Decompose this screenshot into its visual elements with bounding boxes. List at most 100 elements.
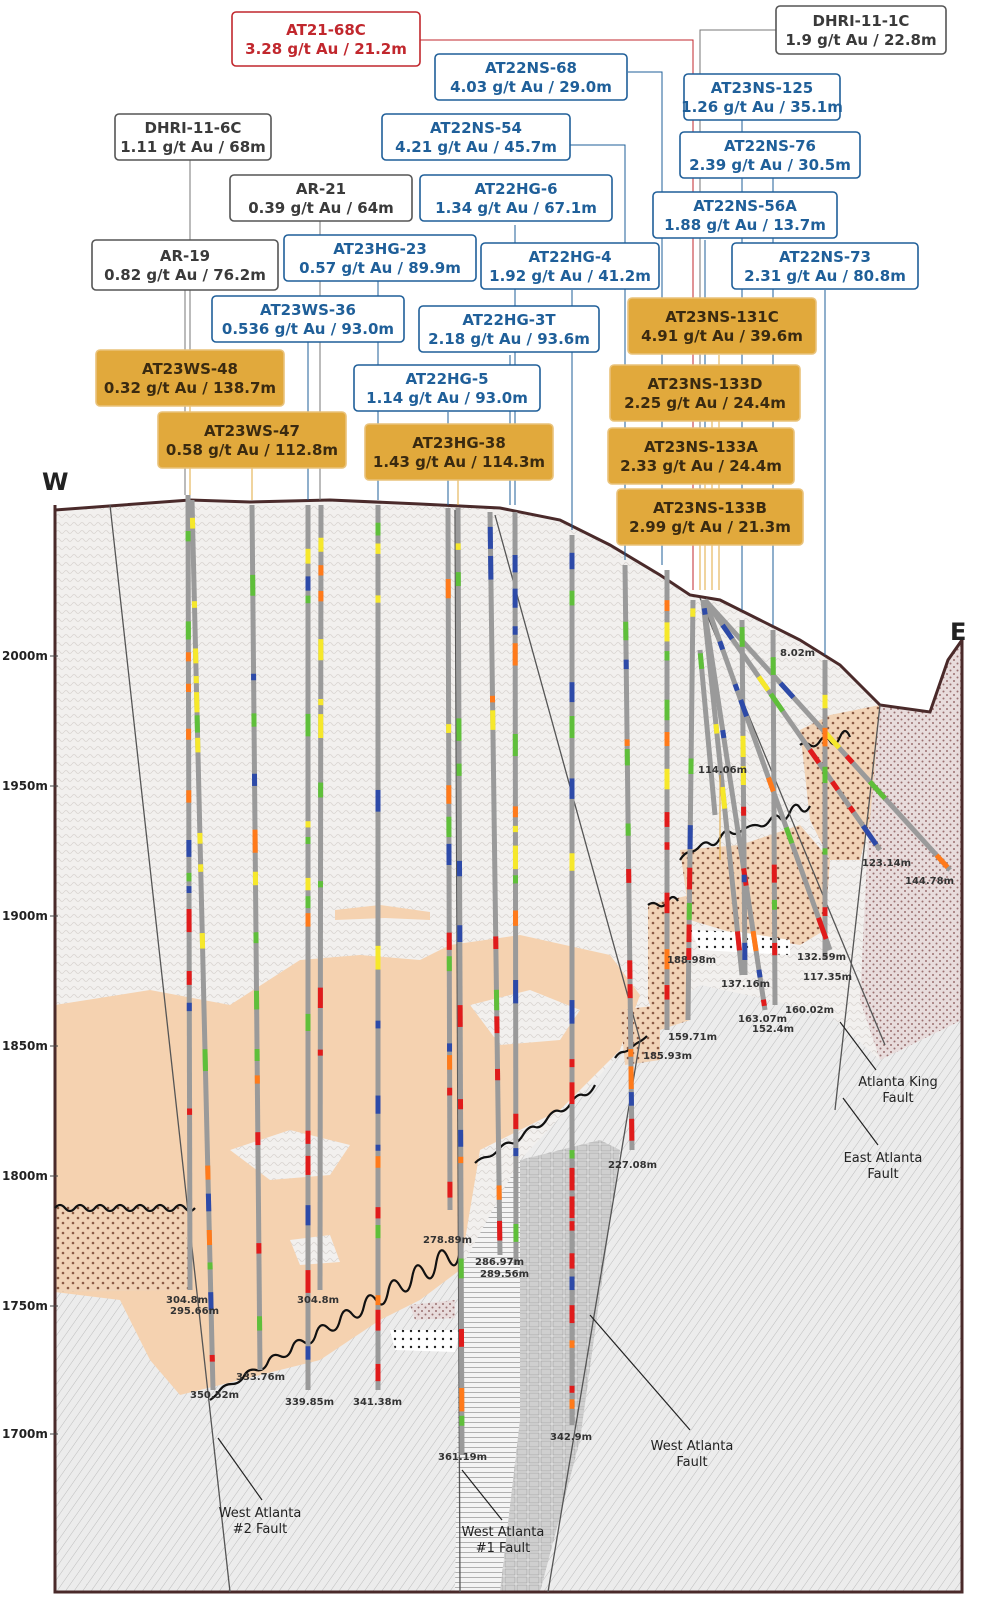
depth-label: 286.97m: [475, 1257, 524, 1268]
depth-label: 152.4m: [752, 1024, 794, 1035]
callout-intercept: 2.39 g/t Au / 30.5m: [689, 156, 851, 174]
callout-at22hg-4: AT22HG-41.92 g/t Au / 41.2m: [481, 243, 659, 289]
fault-label: West Atlanta: [462, 1525, 545, 1540]
depth-label: 144.78m: [905, 876, 954, 887]
callout-hole-id: AT23NS-133A: [644, 438, 758, 456]
callout-hole-id: AT22HG-5: [405, 370, 488, 388]
fault-label: Fault: [882, 1091, 913, 1106]
assay-interval: [763, 1000, 764, 1006]
assay-interval: [723, 730, 724, 738]
callout-intercept: 1.26 g/t Au / 35.1m: [681, 98, 843, 116]
callout-hole-id: AT22HG-4: [528, 248, 611, 266]
elevation-axis: 2000m 1950m 1900m 1850m 1800m 1750m 1700…: [2, 649, 48, 1441]
callout-intercept: 3.28 g/t Au / 21.2m: [245, 40, 407, 58]
callout-box: [610, 365, 800, 421]
callout-hole-id: AT23WS-36: [260, 301, 356, 319]
callout-box: [365, 424, 553, 480]
depth-label: 278.89m: [423, 1235, 472, 1246]
callout-dhri-11-6c: DHRI-11-6C1.11 g/t Au / 68m: [115, 114, 271, 160]
fault-label: #2 Fault: [233, 1522, 288, 1537]
callout-at23ws-36: AT23WS-360.536 g/t Au / 93.0m: [212, 296, 404, 342]
depth-label: 333.76m: [236, 1372, 285, 1383]
assay-interval: [205, 1049, 206, 1071]
fault-label: Fault: [867, 1167, 898, 1182]
elevation-label: 1850m: [2, 1039, 48, 1053]
assay-interval: [716, 724, 717, 733]
callout-hole-id: AR-21: [296, 180, 346, 198]
callout-at22hg-6: AT22HG-61.34 g/t Au / 67.1m: [420, 175, 612, 221]
fault-label: Atlanta King: [858, 1075, 937, 1090]
dotted-zone-west: [55, 1205, 190, 1292]
drillhole-trace: [320, 505, 321, 1290]
callout-intercept: 2.18 g/t Au / 93.6m: [428, 330, 590, 348]
callout-intercept: 0.39 g/t Au / 64m: [248, 199, 394, 217]
assay-interval: [753, 931, 756, 951]
callout-intercept: 4.91 g/t Au / 39.6m: [641, 327, 803, 345]
callout-dhri-11-1c: DHRI-11-1C1.9 g/t Au / 22.8m: [776, 6, 946, 54]
depth-label: 304.8m: [166, 1295, 208, 1306]
callout-at22ns-76: AT22NS-762.39 g/t Au / 30.5m: [680, 132, 860, 178]
elevation-label: 1900m: [2, 909, 48, 923]
callout-ar-21: AR-210.39 g/t Au / 64m: [230, 175, 412, 221]
depth-label: 185.93m: [643, 1051, 692, 1062]
elevation-label: 1700m: [2, 1427, 48, 1441]
callout-intercept: 0.57 g/t Au / 89.9m: [299, 259, 461, 277]
depth-label: 361.19m: [438, 1452, 487, 1463]
assay-interval: [759, 970, 760, 978]
callout-at23ws-47: AT23WS-470.58 g/t Au / 112.8m: [158, 412, 346, 468]
callout-ar-19: AR-190.82 g/t Au / 76.2m: [92, 240, 278, 290]
callout-intercept: 1.92 g/t Au / 41.2m: [489, 267, 651, 285]
west-label: W: [42, 468, 68, 496]
callout-box: [617, 489, 803, 545]
callout-hole-id: AT23NS-125: [711, 79, 813, 97]
callout-hole-id: AT22HG-6: [474, 180, 557, 198]
callout-hole-id: DHRI-11-1C: [813, 12, 910, 30]
callout-box: [158, 412, 346, 468]
callout-box: [628, 298, 816, 354]
callout-hole-id: AT22NS-76: [724, 137, 816, 155]
fault-label: West Atlanta: [651, 1439, 734, 1454]
assay-interval: [737, 931, 739, 950]
callout-intercept: 1.11 g/t Au / 68m: [120, 138, 266, 156]
elevation-label: 2000m: [2, 649, 48, 663]
callout-box: [608, 428, 794, 484]
depth-label: 342.9m: [550, 1432, 592, 1443]
east-label: E: [950, 618, 966, 646]
callout-at23hg-38: AT23HG-381.43 g/t Au / 114.3m: [365, 424, 553, 480]
callout-intercept: 2.33 g/t Au / 24.4m: [620, 457, 782, 475]
assay-interval: [850, 807, 854, 812]
callout-intercept: 1.14 g/t Au / 93.0m: [366, 389, 528, 407]
assay-interval: [720, 641, 723, 649]
assay-interval: [722, 787, 724, 809]
depth-label: 289.56m: [480, 1269, 529, 1280]
callout-hole-id: AT22NS-68: [485, 59, 577, 77]
callout-hole-id: AT23HG-38: [412, 434, 506, 452]
depth-label: 341.38m: [353, 1397, 402, 1408]
depth-label: 160.02m: [785, 1005, 834, 1016]
callout-intercept: 2.25 g/t Au / 24.4m: [624, 394, 786, 412]
depth-label: 188.98m: [667, 955, 716, 966]
elevation-label: 1750m: [2, 1299, 48, 1313]
callout-hole-id: AT23NS-133D: [648, 375, 763, 393]
callout-intercept: 4.03 g/t Au / 29.0m: [450, 78, 612, 96]
assay-interval: [700, 653, 701, 669]
callout-hole-id: AT22NS-54: [430, 119, 522, 137]
callout-hole-id: AT22NS-56A: [693, 197, 797, 215]
callout-intercept: 2.99 g/t Au / 21.3m: [629, 518, 791, 536]
fault-label: Fault: [676, 1455, 707, 1470]
depth-label: 295.66m: [170, 1306, 219, 1317]
depth-label: 8.02m: [780, 648, 815, 659]
callout-intercept: 0.82 g/t Au / 76.2m: [104, 266, 266, 284]
callout-hole-id: AT23NS-133B: [653, 499, 767, 517]
depth-label: 117.35m: [803, 972, 852, 983]
callout-at23hg-23: AT23HG-230.57 g/t Au / 89.9m: [284, 235, 476, 281]
depth-label: 339.85m: [285, 1397, 334, 1408]
callout-intercept: 1.43 g/t Au / 114.3m: [373, 453, 545, 471]
callout-intercept: 0.32 g/t Au / 138.7m: [104, 379, 276, 397]
depth-label: 350.52m: [190, 1390, 239, 1401]
